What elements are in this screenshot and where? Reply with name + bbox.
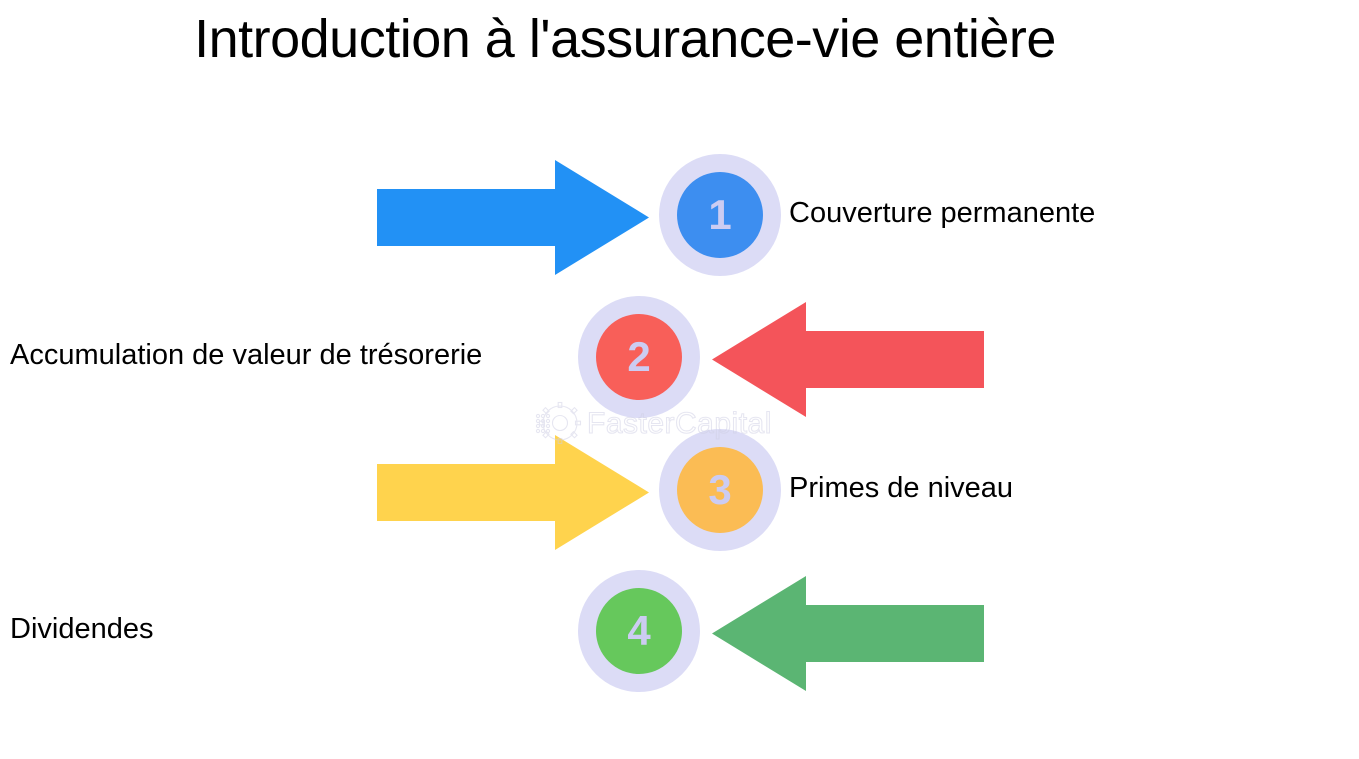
number-badge-2-value: 2 — [596, 314, 682, 400]
arrow-right-yellow — [377, 435, 649, 550]
number-badge-3-value: 3 — [677, 447, 763, 533]
arrow-shape — [712, 576, 984, 691]
number-badge-2: 2 — [578, 296, 700, 418]
number-badge-4-value: 4 — [596, 588, 682, 674]
item-label-4: Dividendes — [10, 613, 154, 645]
arrow-shape — [712, 302, 984, 417]
page-title: Introduction à l'assurance-vie entière — [194, 9, 1056, 69]
arrow-shape — [377, 435, 649, 550]
arrow-shape — [377, 160, 649, 275]
diagram-row-2: 2 Accumulation de valeur de trésorerie — [0, 294, 1359, 424]
diagram-row-4: 4 Dividendes — [0, 568, 1359, 698]
arrow-left-green — [712, 576, 984, 691]
arrow-left-red — [712, 302, 984, 417]
arrow-right-blue — [377, 160, 649, 275]
number-badge-1-value: 1 — [677, 172, 763, 258]
diagram-row-1: 1 Couverture permanente — [0, 152, 1359, 282]
number-badge-3: 3 — [659, 429, 781, 551]
number-badge-4: 4 — [578, 570, 700, 692]
number-badge-1: 1 — [659, 154, 781, 276]
item-label-2: Accumulation de valeur de trésorerie — [10, 339, 483, 371]
item-label-1: Couverture permanente — [789, 197, 1096, 229]
diagram-row-3: 3 Primes de niveau — [0, 427, 1359, 557]
item-label-3: Primes de niveau — [789, 472, 1014, 504]
